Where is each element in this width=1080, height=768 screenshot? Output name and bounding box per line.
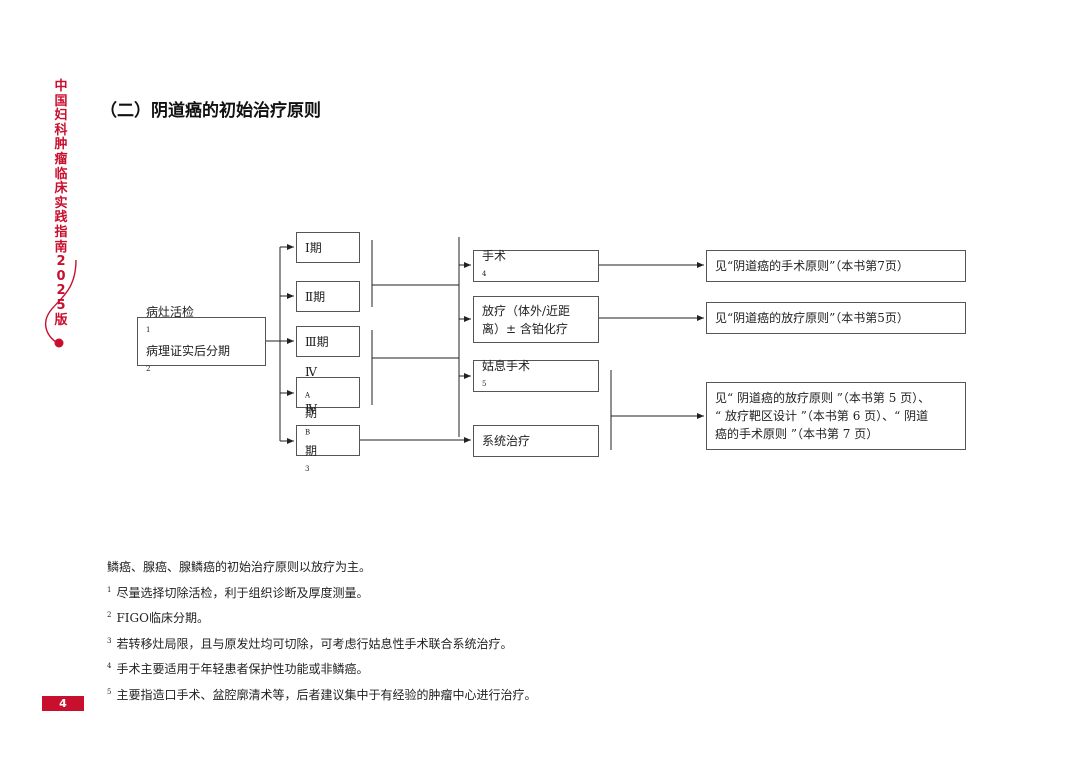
- ref-combined-principles-box: 见“ 阴道癌的放疗原则 ”（本书第 5 页）、 “ 放疗靶区设计 ”（本书第 6…: [706, 382, 966, 450]
- book-title-vertical: 中国妇科肿瘤临床实践指南2025版: [54, 79, 68, 328]
- decorative-red-curve: [44, 259, 77, 348]
- stage-2-box: Ⅱ期: [296, 281, 360, 312]
- systemic-therapy-box: 系统治疗: [473, 425, 599, 457]
- stage-3-box: Ⅲ期: [296, 326, 360, 357]
- ref-surgery-principles-box: 见“阴道癌的手术原则”（本书第7页）: [706, 250, 966, 282]
- page-number: 4: [42, 696, 84, 711]
- page-title: （二）阴道癌的初始治疗原则: [100, 101, 321, 121]
- ref-radiotherapy-principles-box: 见“阴道癌的放疗原则”（本书第5页）: [706, 302, 966, 334]
- stage-1-box: Ⅰ期: [296, 232, 360, 263]
- footnote-intro: 鳞癌、腺癌、腺鳞癌的初始治疗原则以放疗为主。: [107, 560, 372, 574]
- radiotherapy-box: 放疗（体外/近距 离）± 含铂化疗: [473, 296, 599, 343]
